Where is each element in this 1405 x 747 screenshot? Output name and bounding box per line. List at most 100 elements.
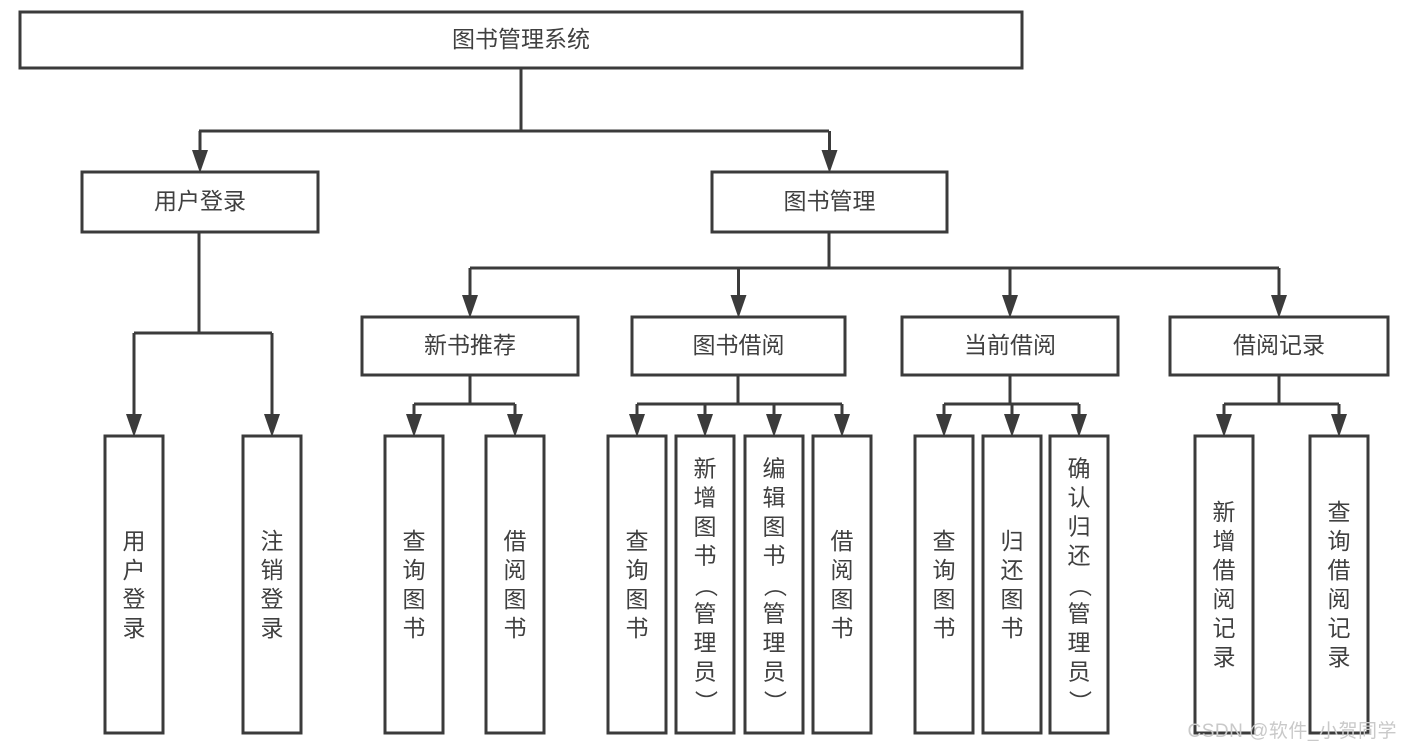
node-label-char: 理: [1068, 630, 1091, 656]
node-label-char: 询: [933, 557, 956, 583]
node-label-char: 归: [1001, 528, 1024, 554]
node-bookmgmt[interactable]: 图书管理: [710, 170, 949, 234]
node-label-char: 管: [694, 601, 717, 627]
node-box: [674, 434, 736, 735]
node-box: [606, 434, 668, 735]
node-label-char: 登: [261, 586, 284, 612]
node-label-char: 书: [763, 543, 786, 569]
node-label-char: 查: [933, 528, 956, 554]
arrow-head-icon: [507, 414, 523, 437]
node-label-char: 录: [1213, 644, 1236, 670]
node-label-char: 图: [403, 586, 426, 612]
node-label-char: 注: [261, 528, 284, 554]
node-label-char: 图: [694, 514, 717, 540]
node-box: [743, 434, 805, 735]
node-label-char: 员: [1068, 659, 1091, 685]
node-label-char: 新: [694, 456, 717, 482]
nodes-layer: 图书管理系统用户登录图书管理新书推荐图书借阅当前借阅借阅记录用户登录注销登录查询…: [18, 10, 1390, 735]
node-label-char: 增: [1213, 528, 1236, 554]
arrow-head-icon: [1002, 295, 1018, 318]
node-box: [981, 434, 1043, 735]
arrow-head-icon: [264, 414, 280, 437]
node-label-char: 还: [1001, 557, 1024, 583]
node-label-char: 查: [626, 528, 649, 554]
node-label-char: 阅: [1213, 586, 1236, 612]
node-label-char: 用: [123, 528, 146, 554]
node-label-char: 理: [694, 630, 717, 656]
arrow-head-icon: [1216, 414, 1232, 437]
node-label-char: 图: [504, 586, 527, 612]
node-label-char: 增: [694, 485, 717, 511]
node-box: [383, 434, 445, 735]
node-box: [360, 315, 580, 377]
node-label-char: 书: [694, 543, 717, 569]
node-label-char: 阅: [1328, 586, 1351, 612]
node-label-char: 书: [504, 615, 527, 641]
node-label-char: 图: [933, 586, 956, 612]
arrow-head-icon: [126, 414, 142, 437]
node-root[interactable]: 图书管理系统: [18, 10, 1024, 70]
node-box: [80, 170, 320, 234]
node-box: [710, 170, 949, 234]
node-label-char: 书: [626, 615, 649, 641]
arrow-head-icon: [406, 414, 422, 437]
node-label-char: 录: [123, 615, 146, 641]
node-box: [18, 10, 1024, 70]
node-record[interactable]: 借阅记录: [1168, 315, 1390, 377]
arrow-head-icon: [821, 150, 838, 173]
node-box: [1168, 315, 1390, 377]
node-current[interactable]: 当前借阅: [900, 315, 1120, 377]
node-borrow[interactable]: 图书借阅: [630, 315, 847, 377]
node-label: 用户登录: [154, 188, 246, 214]
arrow-head-icon: [1071, 414, 1087, 437]
node-box: [630, 315, 847, 377]
node-box: [241, 434, 303, 735]
node-label-char: 录: [261, 615, 284, 641]
arrow-head-icon: [462, 295, 478, 318]
node-label-char: 新: [1213, 499, 1236, 525]
node-newbook[interactable]: 新书推荐: [360, 315, 580, 377]
node-label-char: 归: [1068, 514, 1091, 540]
node-label: 图书管理系统: [452, 26, 590, 52]
node-label-char: 借: [1213, 557, 1236, 583]
arrow-head-icon: [192, 150, 208, 173]
node-label-char: 编: [763, 456, 786, 482]
node-label-char: 借: [504, 528, 527, 554]
arrow-head-icon: [766, 414, 782, 437]
node-login[interactable]: 用户登录: [80, 170, 320, 234]
node-label: 图书借阅: [693, 332, 785, 358]
node-label-char: 辑: [763, 485, 786, 511]
arrow-head-icon: [730, 295, 747, 318]
node-label-char: 登: [123, 586, 146, 612]
node-label: 借阅记录: [1233, 332, 1325, 358]
node-label-char: ）: [693, 690, 719, 713]
node-label-char: 书: [933, 615, 956, 641]
node-label-char: 确: [1068, 456, 1091, 482]
node-box: [1193, 434, 1255, 735]
node-label-char: 管: [763, 601, 786, 627]
node-label-char: ）: [1067, 690, 1093, 713]
node-label-char: （: [1067, 574, 1093, 597]
node-label-char: 阅: [504, 557, 527, 583]
node-label-char: 图: [626, 586, 649, 612]
node-box: [103, 434, 165, 735]
node-box: [1048, 434, 1110, 735]
node-label-char: 询: [403, 557, 426, 583]
node-label-char: 员: [694, 659, 717, 685]
node-leaf-user-login[interactable]: 用户登录: [103, 434, 165, 735]
node-label-char: 查: [403, 528, 426, 554]
arrow-head-icon: [629, 414, 645, 437]
